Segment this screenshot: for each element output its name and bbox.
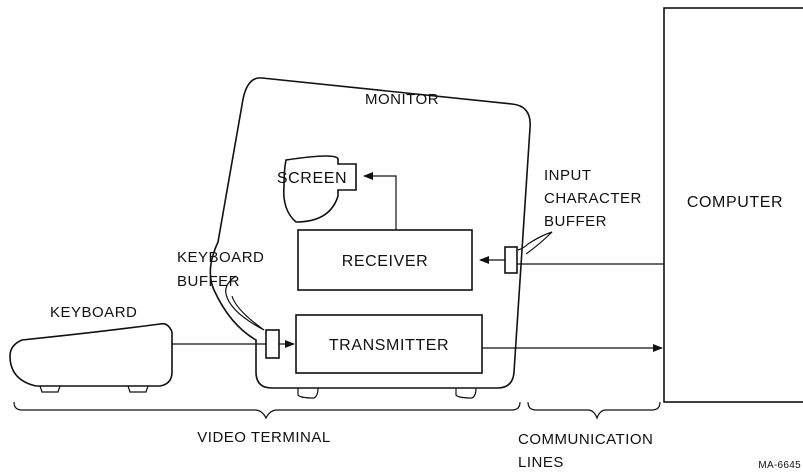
monitor-foot-left — [297, 387, 319, 399]
computer-box — [663, 7, 803, 403]
keyboard-buffer-label-line-1: KEYBOARD — [177, 249, 264, 266]
communication-lines-brace — [527, 401, 661, 420]
monitor-outline — [209, 77, 531, 389]
receiver-to-screen-line — [363, 172, 397, 230]
communication-lines-label-line-1: COMMUNICATION — [518, 431, 653, 448]
video-terminal-brace — [13, 401, 521, 420]
keyboard-foot-right — [127, 385, 149, 393]
video-terminal-label: VIDEO TERMINAL — [197, 429, 330, 446]
keyboard-foot-left — [39, 385, 61, 393]
crt-screen — [282, 155, 357, 223]
input-buffer-label-line-1: INPUT — [544, 167, 592, 184]
transmitter-label: TRANSMITTER — [329, 337, 449, 354]
monitor-label: MONITOR — [365, 91, 439, 108]
monitor-foot-right — [455, 387, 477, 399]
keyboard-label: KEYBOARD — [50, 304, 137, 321]
input-character-buffer-box — [504, 246, 518, 274]
keyboard-buffer-label-line-2: BUFFER — [177, 273, 240, 290]
receiver-box — [297, 229, 473, 291]
transmitter-box — [295, 314, 483, 374]
input-buffer-label-line-2: CHARACTER — [544, 190, 642, 207]
input-buffer-leader — [517, 231, 553, 255]
communication-lines-label-line-2: LINES — [518, 454, 564, 471]
keyboard-body — [9, 322, 173, 387]
keyboard-buffer-box — [265, 329, 280, 359]
computer-label: COMPUTER — [687, 194, 783, 211]
figure-id: MA-6645 — [758, 460, 801, 471]
receiver-label: RECEIVER — [342, 253, 429, 270]
keyboard-buffer-leader — [225, 275, 265, 331]
input-buffer-label-line-3: BUFFER — [544, 213, 607, 230]
screen-label: SCREEN — [277, 170, 347, 187]
